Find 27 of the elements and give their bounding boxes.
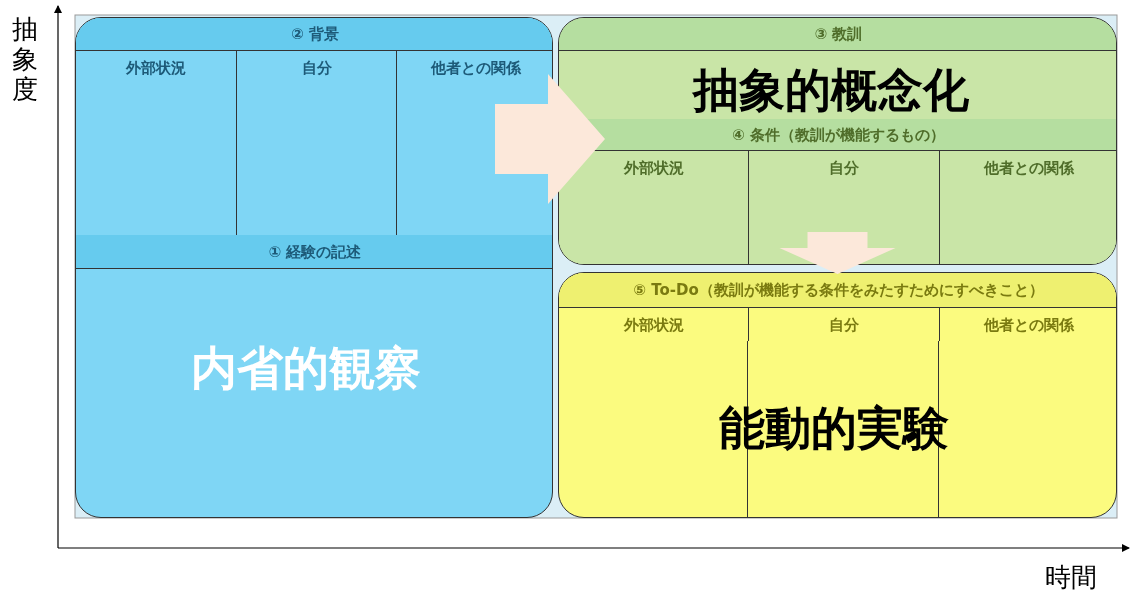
column-heading: 自分: [828, 158, 860, 178]
stage-title: 抽象的概念化: [693, 62, 969, 119]
section-header: ① 経験の記述: [76, 235, 552, 269]
rounded-panel: [558, 17, 1117, 265]
column-heading: 他者との関係: [982, 158, 1075, 178]
block-arrow: [779, 232, 896, 274]
section-area: [559, 273, 1116, 341]
rounded-panel: [75, 17, 553, 518]
column-area: [939, 151, 1116, 264]
section-header: ⑤ To-Do（教訓が機能する条件をみたすためにすべきこと）: [559, 273, 1116, 308]
stage-title: 内省的観察: [191, 340, 421, 397]
section-area: [76, 18, 552, 235]
section-header: ② 背景: [76, 18, 552, 51]
column-heading: 外部状況: [622, 158, 685, 178]
axis-label: 時間: [1045, 562, 1097, 592]
axis-label: 抽象度: [12, 14, 39, 104]
column-heading: 他者との関係: [429, 58, 522, 78]
column-heading: 自分: [300, 58, 333, 78]
column-heading: 外部状況: [622, 315, 685, 335]
block-arrow: [495, 74, 605, 204]
column-heading: 自分: [828, 315, 860, 335]
column-heading: 他者との関係: [982, 315, 1075, 335]
column-area: [236, 51, 396, 235]
section-header: ③ 教訓: [559, 18, 1116, 51]
column-heading: 外部状況: [125, 58, 187, 78]
rounded-panel: [558, 272, 1117, 518]
section-area: [559, 119, 1116, 264]
